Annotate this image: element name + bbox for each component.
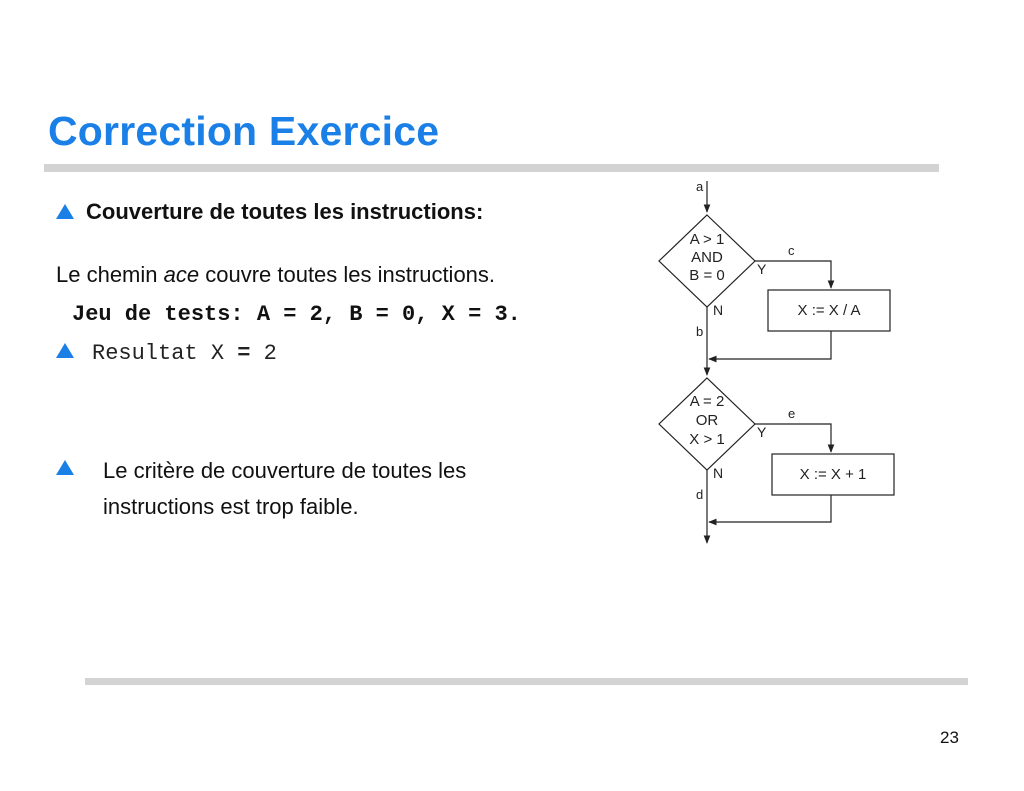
decision-1-line-1: A > 1 [690, 231, 725, 248]
process-1-text: X := X / A [798, 302, 861, 319]
slide-title: Correction Exercice [48, 108, 440, 154]
process-2-box [771, 453, 895, 496]
edge-e [755, 423, 835, 453]
bullet-criterion-weak: Le critère de couverture de toutes les i… [56, 453, 543, 525]
decision-2-line-1: A = 2 [690, 393, 725, 410]
decision-1-yes: Y [757, 261, 767, 277]
page-number: 23 [940, 728, 959, 747]
edge-c-return [708, 331, 832, 363]
decision-2-yes: Y [757, 424, 767, 440]
control-flow-graph: a c b e d A > 1 AND B = 0 Y N X := X / A… [658, 179, 895, 544]
edge-label-d: d [696, 487, 703, 502]
bullet-statement-coverage: Couverture de toutes les instructions: [56, 199, 483, 225]
edge-e-return [708, 495, 832, 526]
result-label: Resultat X [92, 341, 238, 366]
decision-1-line-3: B = 0 [689, 267, 724, 284]
triangle-bullet-icon [56, 342, 74, 358]
decision-2-no: N [713, 465, 723, 481]
bullet-text: Le critère de couverture de toutes les i… [103, 458, 467, 519]
edge-c [755, 260, 835, 289]
result-value: 2 [250, 341, 277, 366]
path-sentence: Le chemin ace couvre toutes les instruct… [56, 262, 495, 288]
decision-2-line-3: X > 1 [689, 431, 724, 448]
edge-label-b: b [696, 324, 703, 339]
decision-1-line-2: AND [691, 249, 723, 266]
path-name: ace [163, 262, 200, 287]
test-set-line: Jeu de tests: A = 2, B = 0, X = 3. [72, 302, 521, 327]
process-1-box [767, 289, 891, 332]
decision-1-no: N [713, 302, 723, 318]
process-2-text: X := X + 1 [800, 466, 867, 483]
bullet-result: Resultat X = 2 [56, 341, 277, 366]
edge-label-e: e [788, 406, 795, 421]
edge-label-c: c [788, 243, 795, 258]
path-sentence-prefix: Le chemin [56, 262, 164, 287]
edge-label-a: a [696, 179, 704, 194]
result-equals: = [237, 341, 251, 366]
decision-2-line-2: OR [696, 412, 719, 429]
path-sentence-suffix: couvre toutes les instructions. [199, 262, 496, 287]
bullet-text: Couverture de toutes les instructions: [86, 199, 484, 224]
triangle-bullet-icon [56, 203, 74, 219]
title-divider [44, 164, 939, 172]
footer-divider [85, 678, 968, 685]
triangle-bullet-icon [56, 460, 74, 475]
